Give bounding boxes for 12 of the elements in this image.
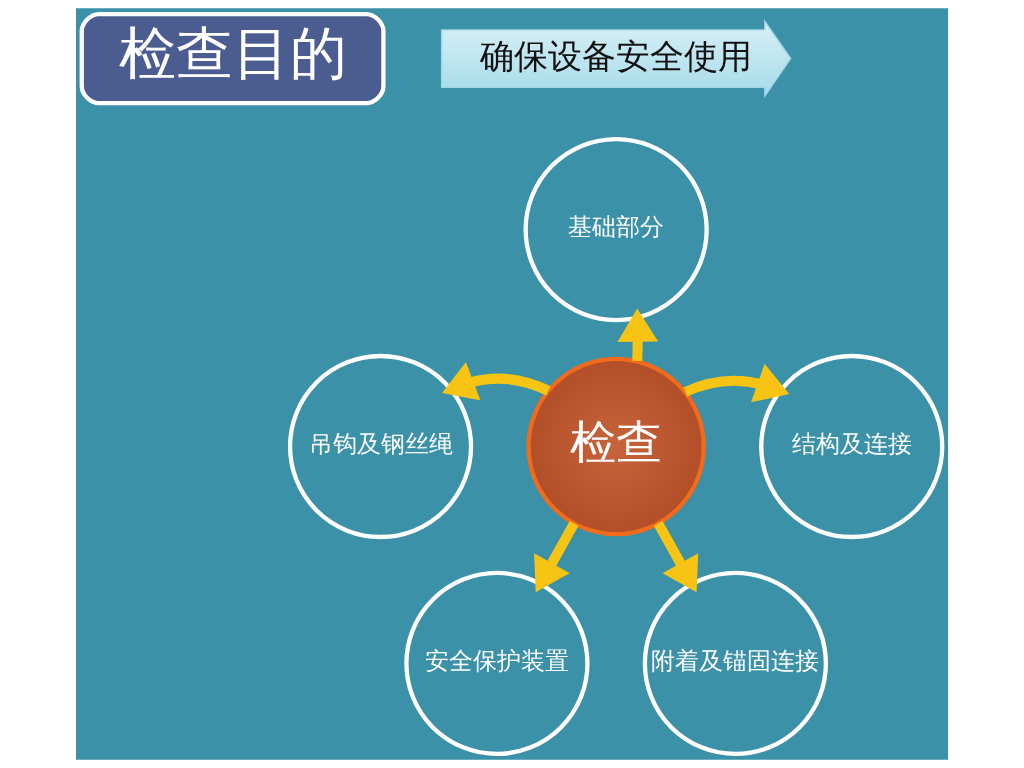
arrow [683, 363, 790, 403]
node-circle: 安全保护装置 [404, 570, 590, 757]
node-circle: 检查 [526, 356, 706, 537]
node-box: 检查目的 [79, 11, 386, 106]
node-circle: 结构及连接 [759, 353, 945, 540]
node-circle: 基础部分 [523, 136, 709, 323]
arrow [534, 520, 579, 593]
node-circle: 附着及锚固连接 [642, 570, 829, 757]
arrow [653, 520, 699, 593]
node-circle: 吊钩及钢丝绳 [287, 353, 474, 540]
arrow [441, 362, 551, 401]
arrow [617, 308, 659, 362]
